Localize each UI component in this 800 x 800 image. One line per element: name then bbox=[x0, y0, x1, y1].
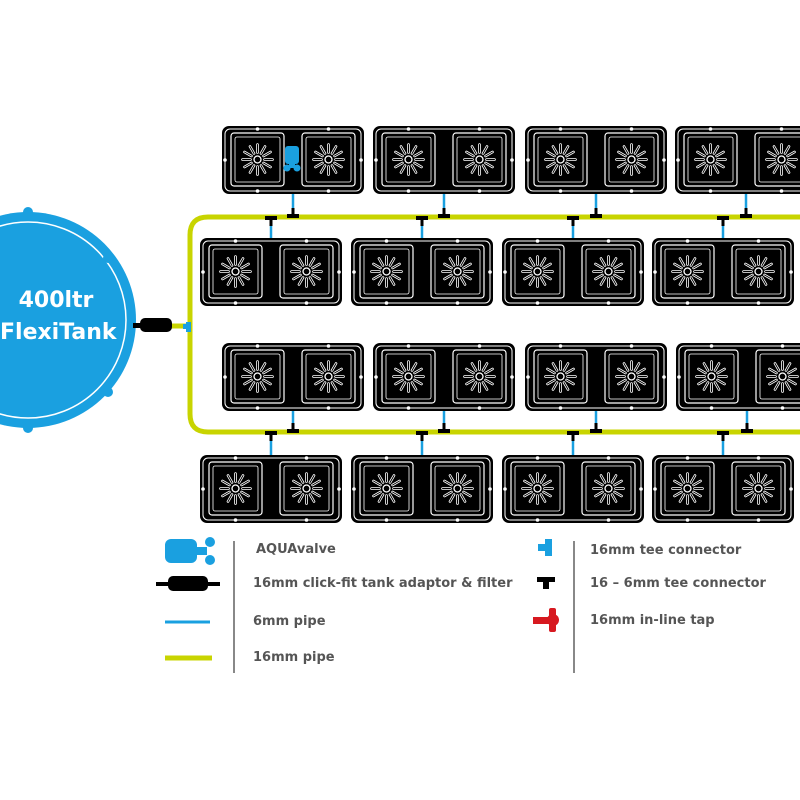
plant-site-icon bbox=[392, 143, 425, 176]
tee-16-6mm-connector bbox=[265, 216, 277, 226]
plant-site-icon bbox=[219, 255, 252, 288]
tee-16-6mm-icon bbox=[537, 577, 555, 589]
tray bbox=[222, 343, 364, 411]
legend-label-16mm-pipe: 16mm pipe bbox=[253, 650, 335, 665]
tee-16-6mm-connector bbox=[717, 431, 729, 441]
tank-label-name: FlexiTank bbox=[0, 320, 117, 345]
plant-site-icon bbox=[290, 255, 323, 288]
legend-label-16-6mm-tee: 16 – 6mm tee connector bbox=[590, 576, 766, 591]
plant-site-icon bbox=[521, 472, 554, 505]
tee-16-6mm-connector bbox=[287, 208, 299, 218]
plant-site-icon bbox=[521, 255, 554, 288]
tee-16-6mm-connector bbox=[438, 208, 450, 218]
tee-16-6mm-connector bbox=[590, 423, 602, 433]
legend-label-6mm-pipe: 6mm pipe bbox=[253, 614, 326, 629]
plant-site-icon bbox=[219, 472, 252, 505]
tray bbox=[502, 238, 644, 306]
plant-site-icon bbox=[615, 143, 648, 176]
tray bbox=[373, 126, 515, 194]
plant-site-icon bbox=[695, 360, 728, 393]
tee-16-6mm-connector bbox=[740, 208, 752, 218]
plant-site-icon bbox=[615, 360, 648, 393]
tray bbox=[200, 455, 342, 523]
plant-site-icon bbox=[592, 472, 625, 505]
tee-16mm-icon bbox=[538, 539, 552, 556]
aquavalve-icon bbox=[165, 537, 215, 565]
plant-site-icon bbox=[742, 472, 775, 505]
legend-label-aquavalve: AQUAvalve bbox=[256, 542, 336, 557]
plant-site-icon bbox=[392, 360, 425, 393]
tank-label-capacity: 400ltr bbox=[18, 288, 94, 313]
tee-16-6mm-connector bbox=[416, 216, 428, 226]
tank-adaptor-filter bbox=[133, 318, 172, 332]
tee-16-6mm-connector bbox=[416, 431, 428, 441]
tee-16-6mm-connector bbox=[717, 216, 729, 226]
plant-site-icon bbox=[463, 143, 496, 176]
tray bbox=[676, 343, 800, 411]
plant-site-icon bbox=[742, 255, 775, 288]
plant-site-icon bbox=[312, 143, 345, 176]
tray bbox=[652, 238, 794, 306]
plant-site-icon bbox=[441, 255, 474, 288]
flexitank bbox=[0, 207, 136, 433]
plant-site-icon bbox=[441, 472, 474, 505]
tray bbox=[351, 455, 493, 523]
tray bbox=[525, 343, 667, 411]
plant-site-icon bbox=[241, 360, 274, 393]
plant-site-icon bbox=[544, 143, 577, 176]
plant-site-icon bbox=[592, 255, 625, 288]
tee-16mm-connector bbox=[183, 322, 191, 332]
aquavalve bbox=[283, 146, 301, 172]
tee-16-6mm-connector bbox=[287, 423, 299, 433]
plant-site-icon bbox=[312, 360, 345, 393]
inline-tap-icon bbox=[533, 608, 559, 632]
tray bbox=[200, 238, 342, 306]
plant-site-icon bbox=[544, 360, 577, 393]
tray bbox=[351, 238, 493, 306]
tee-16-6mm-connector bbox=[567, 431, 579, 441]
plant-site-icon bbox=[765, 143, 798, 176]
plant-site-icon bbox=[463, 360, 496, 393]
plant-site-icon bbox=[370, 255, 403, 288]
tray bbox=[675, 126, 800, 194]
plant-site-icon bbox=[370, 472, 403, 505]
plant-site-icon bbox=[671, 472, 704, 505]
tee-16-6mm-connector bbox=[567, 216, 579, 226]
plant-site-icon bbox=[671, 255, 704, 288]
tee-16-6mm-connector bbox=[265, 431, 277, 441]
legend-label-inline-tap: 16mm in-line tap bbox=[590, 613, 715, 628]
tray bbox=[373, 343, 515, 411]
tray bbox=[525, 126, 667, 194]
tray bbox=[502, 455, 644, 523]
tee-16-6mm-connector bbox=[590, 208, 602, 218]
tank-adaptor-filter-icon bbox=[156, 576, 220, 591]
tee-16-6mm-connector bbox=[741, 423, 753, 433]
tee-16-6mm-connector bbox=[438, 423, 450, 433]
plant-site-icon bbox=[241, 143, 274, 176]
legend-label-tank-adaptor: 16mm click-fit tank adaptor & filter bbox=[253, 576, 513, 591]
legend-label-16mm-tee: 16mm tee connector bbox=[590, 543, 742, 558]
plant-site-icon bbox=[694, 143, 727, 176]
tray bbox=[652, 455, 794, 523]
plant-site-icon bbox=[766, 360, 799, 393]
plant-site-icon bbox=[290, 472, 323, 505]
